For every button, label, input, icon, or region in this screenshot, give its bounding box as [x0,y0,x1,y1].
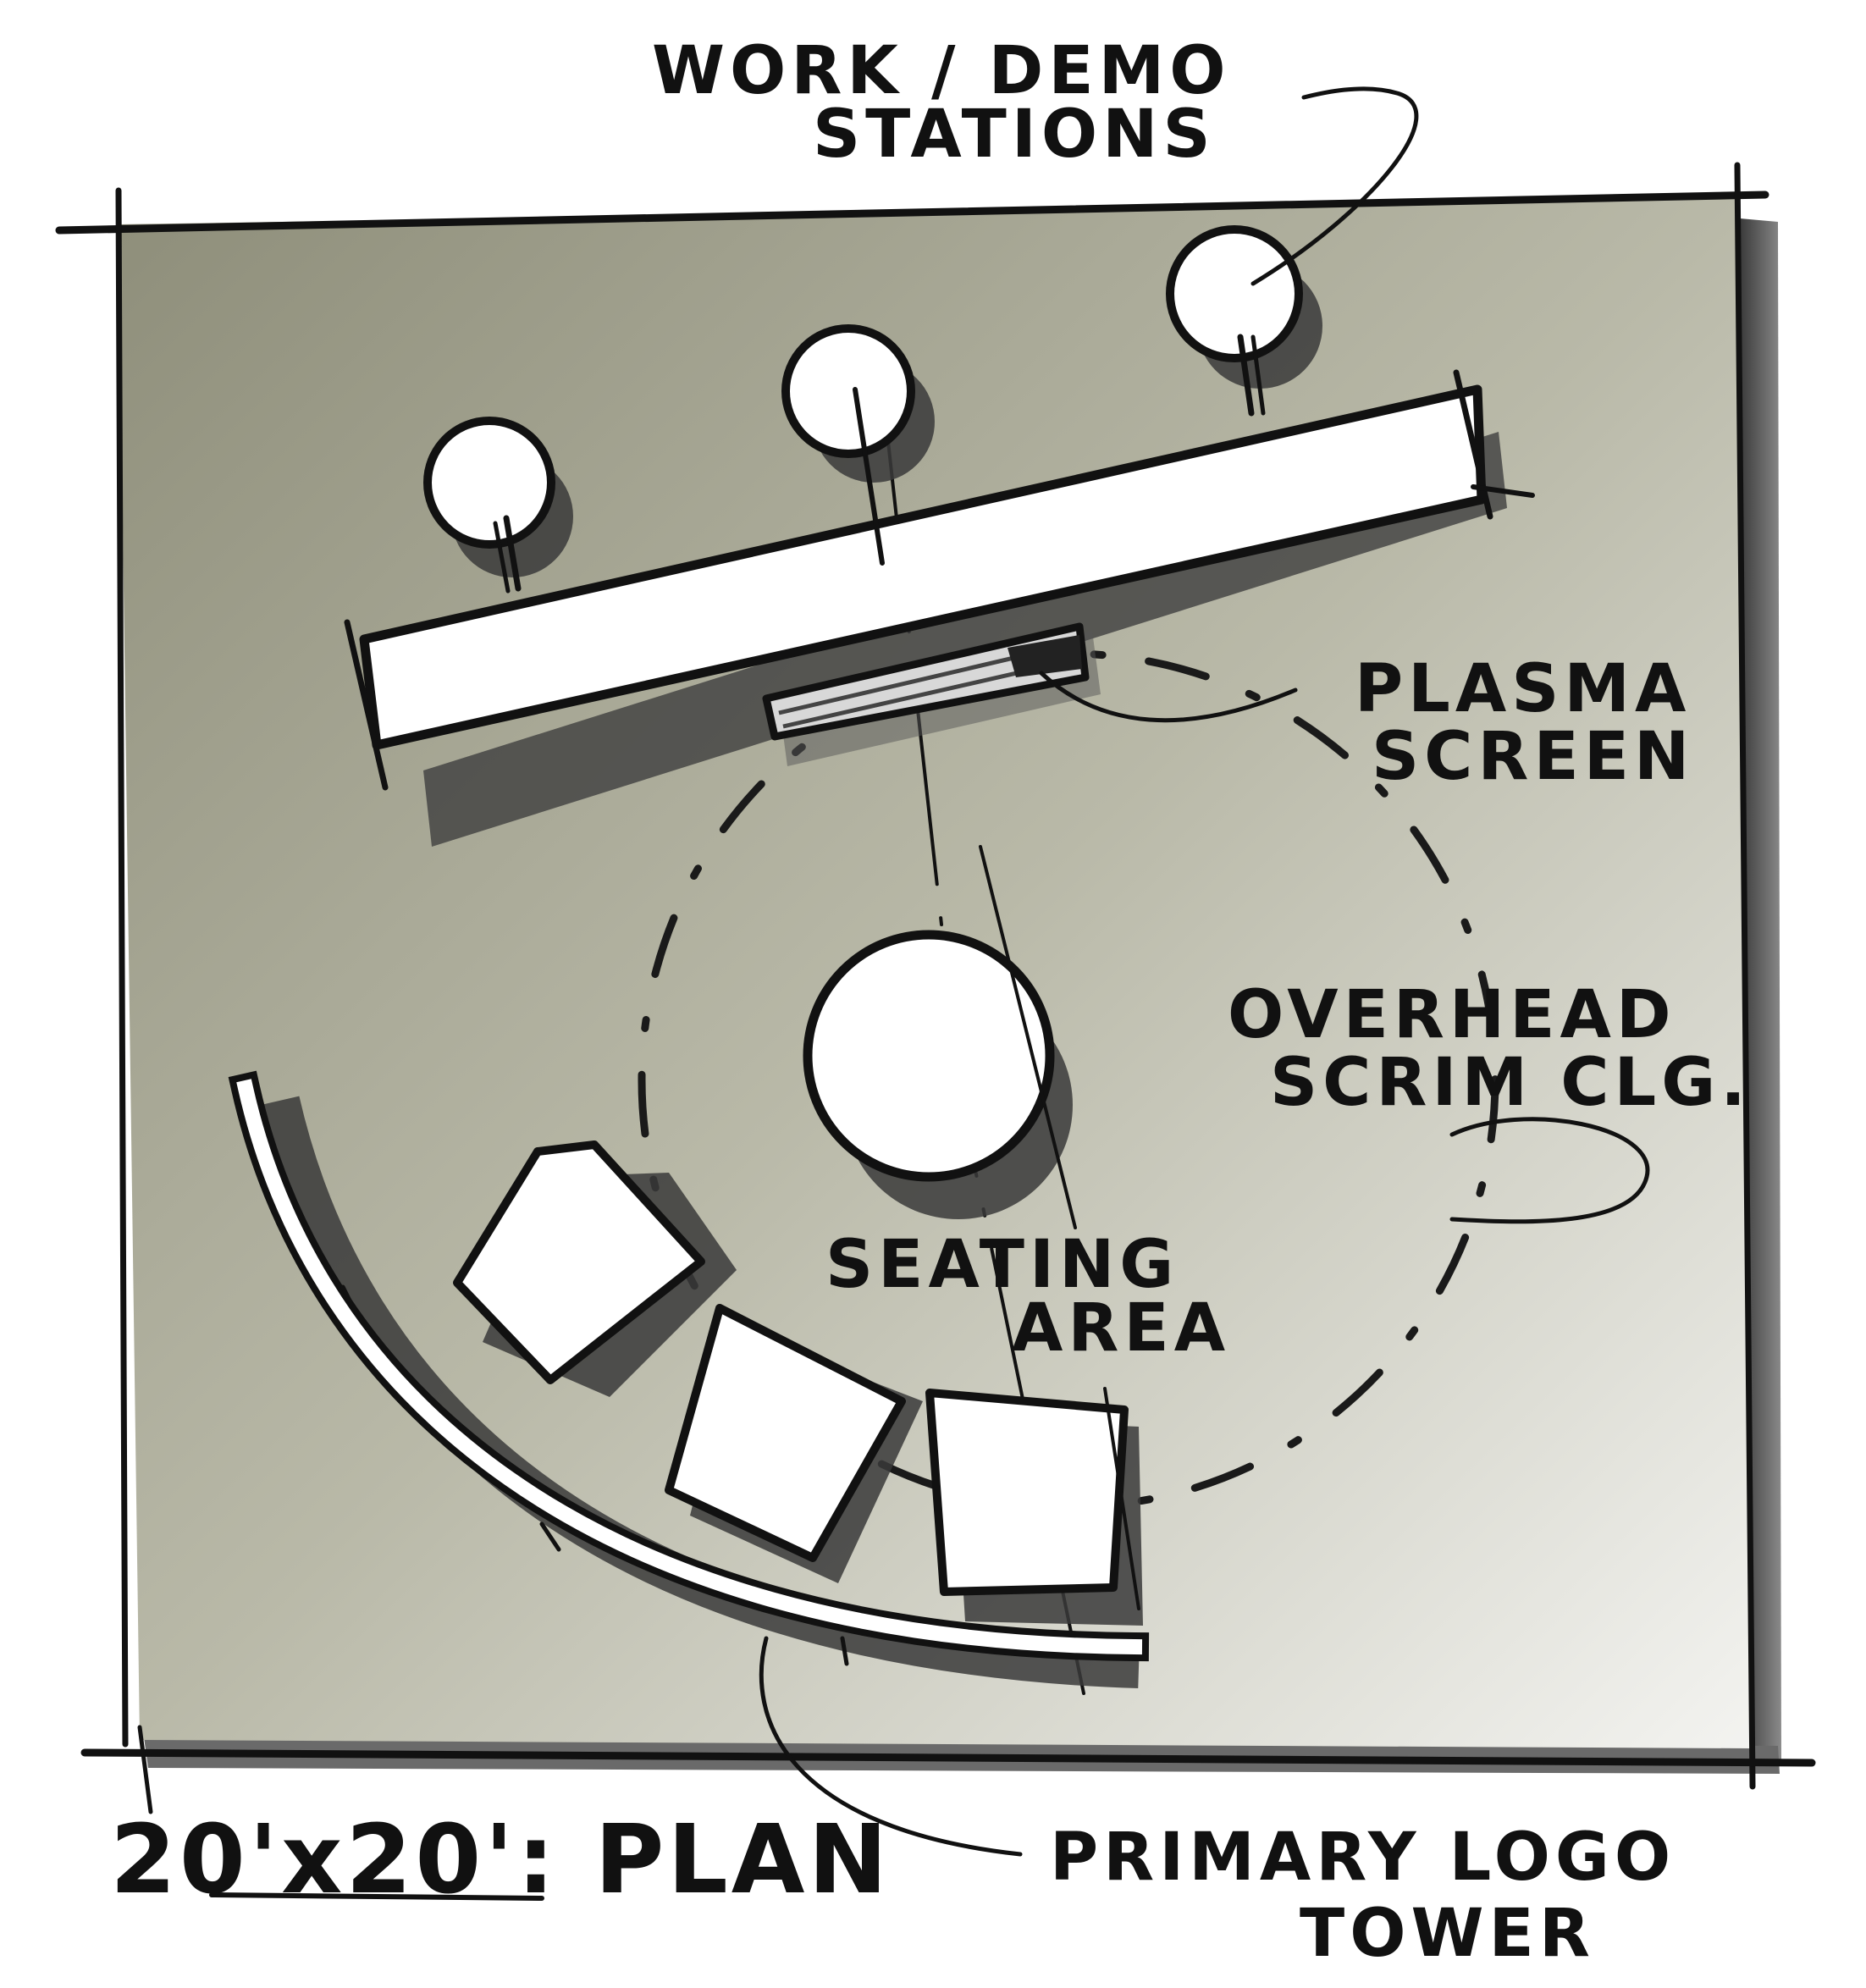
seat-cube-3 [925,1387,1143,1626]
demo-counter [344,369,1535,847]
plasma-screen [762,622,1101,766]
seat-cube-1 [453,1140,737,1397]
labels: WORK / DEMO STATIONS PLASMA SCREEN OVERH… [110,33,1751,1972]
demo-station-2 [781,324,935,566]
seat-cube-2 [665,1304,923,1583]
scrim-label-line1: OVERHEAD [1228,977,1676,1053]
demo-station-1 [423,417,573,594]
tower-leader [759,1636,1023,1857]
demo-station-3 [1166,225,1322,417]
plasma-label-line1: PLASMA [1355,651,1691,727]
workstations-leader [1250,86,1419,286]
tower-label-line1: PRIMARY LOGO [1050,1820,1676,1896]
seating-label-line2: AREA [1012,1290,1230,1367]
center-table [803,845,1077,1229]
plasma-leader [1039,671,1298,723]
workstations-label-line2: STATIONS [813,97,1216,173]
plasma-label-line2: SCREEN [1372,719,1694,795]
leader-lines [759,86,1650,1857]
seating-label-line1: SEATING [825,1227,1179,1303]
tower-label-line2: TOWER [1300,1896,1595,1972]
scrim-label-line2: SCRIM CLG. [1270,1045,1751,1121]
booth-border-lines [55,162,1816,1814]
scrim-leader [1449,1117,1650,1224]
workstations-label-line1: WORK / DEMO [652,33,1231,109]
primary-logo-tower [228,1070,1150,1688]
plan-title-underline [209,1892,544,1901]
